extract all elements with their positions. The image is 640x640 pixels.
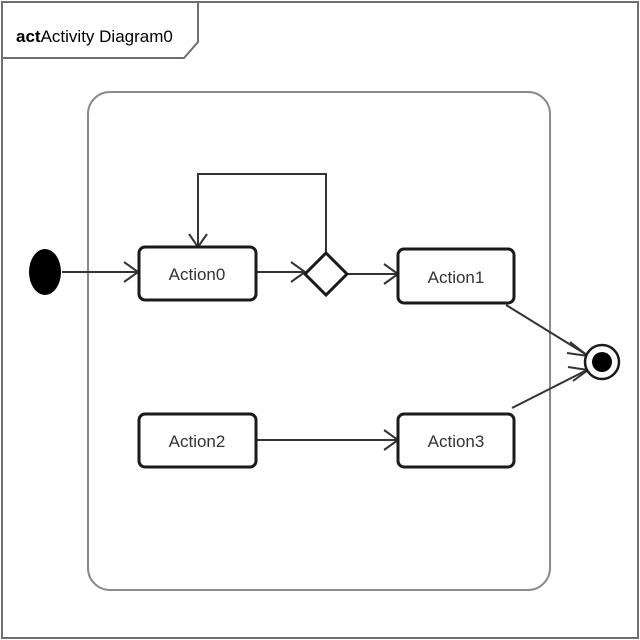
action-label: Action2 [169,432,226,451]
final-node [583,343,621,381]
frame-name: Activity Diagram0 [41,27,173,46]
action-node-action0: Action0 [137,245,258,302]
action-node-action3: Action3 [396,412,516,469]
activity-region [87,91,551,591]
initial-node [29,249,61,295]
edge-action3-to-final [511,369,588,409]
action-label: Action3 [428,432,485,451]
action-node-action1: Action1 [396,247,516,305]
edge-decision-loop-to-action0 [197,173,327,253]
frame-keyword: act [16,27,41,46]
decision-node [302,250,350,298]
action-label: Action0 [169,265,226,284]
edge-action1-to-final [505,304,588,356]
action-label: Action1 [428,268,485,287]
action-node-action2: Action2 [137,412,258,469]
frame-name-tab [1,1,199,59]
frame-title: actActivity Diagram0 [16,27,173,46]
